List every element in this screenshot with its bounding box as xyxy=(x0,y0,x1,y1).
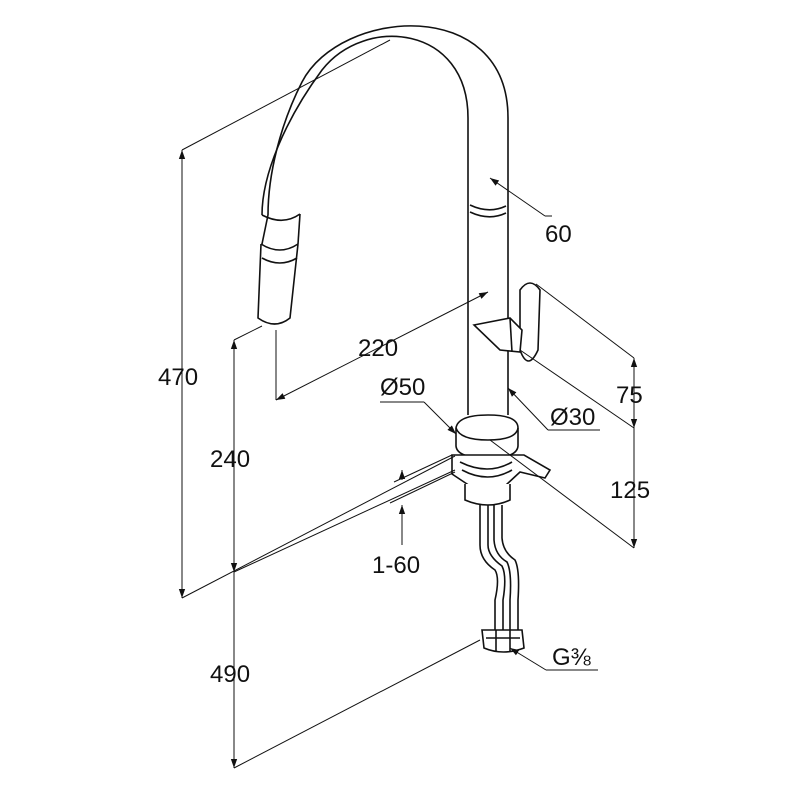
dim-240: 240 xyxy=(210,446,250,473)
dim-60: 60 xyxy=(545,221,572,248)
dim-diameter-30: Ø30 xyxy=(550,404,595,431)
dim-470: 470 xyxy=(158,364,198,391)
dim-125: 125 xyxy=(610,477,650,504)
dim-220: 220 xyxy=(358,335,398,362)
dimension-lines xyxy=(178,39,638,769)
dim-diameter-50: Ø50 xyxy=(380,374,425,401)
dim-490: 490 xyxy=(210,661,250,688)
dim-1-60: 1-60 xyxy=(372,552,420,579)
dim-75: 75 xyxy=(616,382,643,409)
faucet-body xyxy=(257,25,552,653)
dim-g-thread: G⅜ xyxy=(552,644,592,671)
